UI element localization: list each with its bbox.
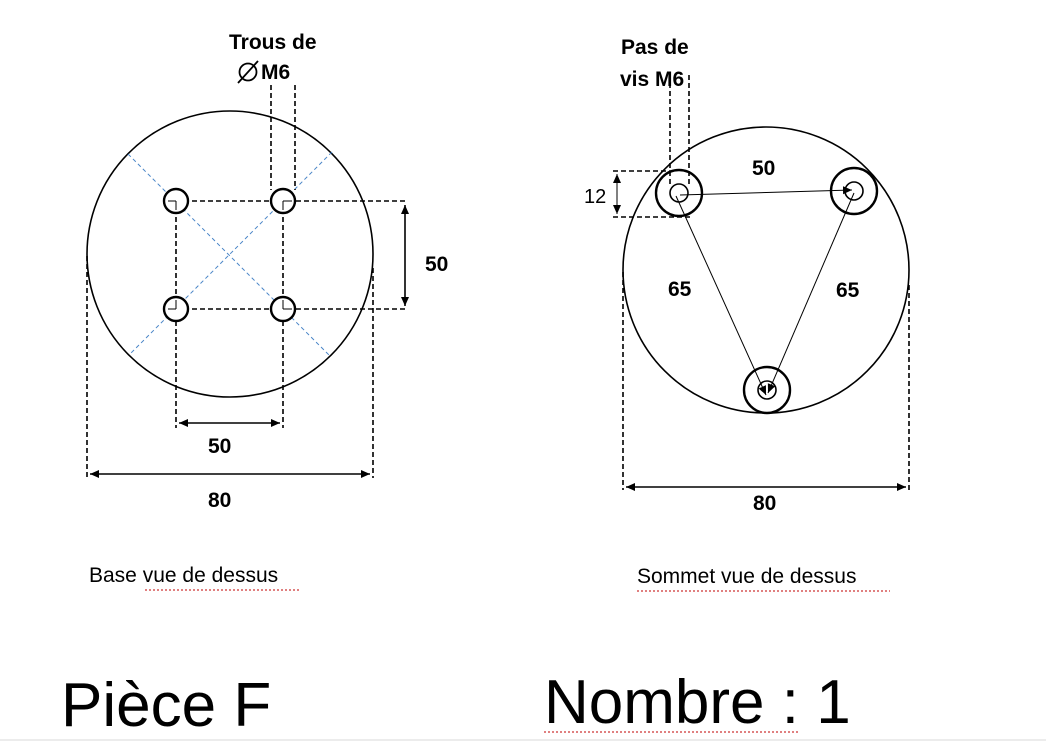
- top-link-top: [679, 186, 853, 196]
- base-dim-diameter: 80: [208, 489, 231, 512]
- top-caption: Sommet vue de dessus: [637, 565, 856, 588]
- top-thread-hole: [829, 166, 879, 216]
- diameter-symbol-icon: [237, 60, 259, 84]
- count-label: Nombre : 1: [544, 668, 851, 737]
- top-view: 12 50 65 65 80 Pas de vis M6 Sommet vue …: [584, 36, 910, 592]
- base-dim-horizontal: 50: [208, 435, 231, 458]
- base-hole: [162, 187, 190, 215]
- top-dim-right: 65: [836, 279, 860, 302]
- base-dim-vertical: 50: [425, 253, 448, 276]
- top-thread-hole: [654, 168, 704, 218]
- base-view: 50 50 80 Trous de M6 Base vue de dessus: [86, 31, 448, 591]
- base-hole: [162, 295, 190, 323]
- top-dim-left: 65: [668, 278, 692, 301]
- top-dim-top: 50: [752, 157, 775, 180]
- top-thread-hole: [742, 365, 792, 415]
- base-hole-label-line2: M6: [261, 61, 290, 84]
- top-link-left: [675, 195, 767, 396]
- base-caption: Base vue de dessus: [89, 564, 278, 587]
- piece-label: Pièce F: [61, 671, 271, 740]
- base-hole-label-line1: Trous de: [229, 31, 317, 54]
- top-dim-diameter: 80: [753, 492, 776, 515]
- base-hole: [269, 187, 297, 215]
- top-thread-label-line1: Pas de: [621, 36, 689, 59]
- base-outline-circle: [86, 110, 374, 398]
- top-dim-offset: 12: [584, 186, 606, 208]
- base-hole: [269, 295, 297, 323]
- base-diagonal-2: [129, 151, 333, 355]
- top-thread-label-line2: vis M6: [620, 68, 684, 91]
- base-diagonal-1: [127, 153, 331, 357]
- top-link-right: [767, 192, 855, 394]
